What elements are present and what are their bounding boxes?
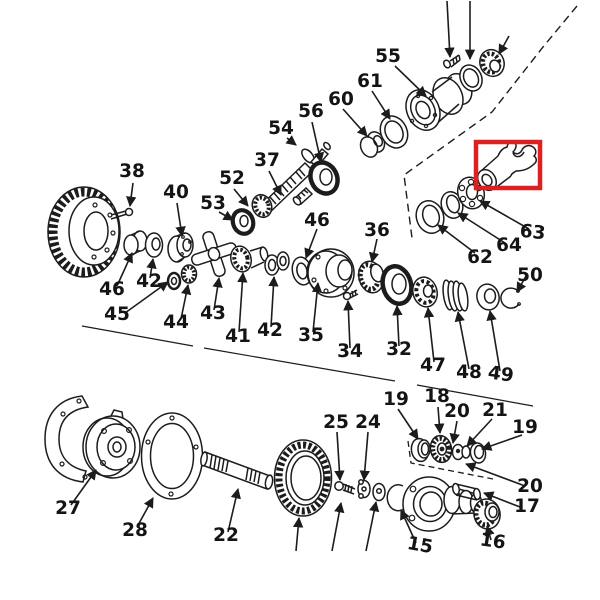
callout-63: 63: [519, 221, 547, 245]
differential-case-assembly: [230, 245, 521, 312]
callout-41: 41: [225, 326, 251, 347]
callout-32: 32: [386, 339, 412, 360]
callout-35: 35: [298, 325, 324, 346]
callout-36: 36: [364, 220, 390, 241]
bolt: [442, 54, 461, 69]
callout-28: 28: [122, 520, 148, 541]
callout-61: 61: [357, 71, 383, 92]
callout-50: 50: [517, 265, 543, 286]
callout-42-mid: 42: [257, 320, 283, 341]
callout-47: 47: [420, 355, 446, 376]
callout-24: 24: [355, 412, 381, 433]
callout-56: 56: [298, 101, 324, 122]
callout-52: 52: [219, 168, 245, 189]
highlight-box: [473, 139, 543, 191]
callout-42-left: 42: [136, 271, 162, 292]
callout-22: 22: [213, 525, 239, 546]
callout-46-mid: 46: [304, 210, 330, 231]
callout-16: 16: [479, 529, 507, 553]
callout-46-left: 46: [99, 279, 125, 300]
callout-43: 43: [200, 303, 226, 324]
callout-17: 17: [514, 496, 540, 517]
callout-45: 45: [104, 304, 130, 325]
callout-48: 48: [456, 362, 482, 383]
callout-49: 49: [487, 362, 515, 386]
callout-19-right: 19: [512, 417, 538, 438]
callout-53: 53: [200, 193, 226, 214]
leader-lines: [70, 0, 530, 552]
callout-27: 27: [55, 498, 81, 519]
callout-40: 40: [163, 182, 189, 203]
pinion-shaft-assembly: [230, 115, 409, 236]
callout-38: 38: [119, 161, 145, 182]
callout-60: 60: [328, 89, 354, 110]
alignment-dashes: [407, 440, 494, 480]
section-separator-line: [81, 325, 534, 407]
callout-37: 37: [254, 150, 280, 171]
callout-labels: 38 40 54 37 52 53 55 61 60 56 46 42 45 4…: [55, 46, 546, 558]
callout-21: 21: [482, 400, 508, 421]
callout-55: 55: [375, 46, 401, 67]
snap-ring: [500, 287, 520, 309]
shift-fork-detail-group: [415, 139, 543, 234]
callout-54: 54: [268, 118, 294, 139]
axle-shaft-assembly: [44, 395, 501, 532]
callout-15: 15: [405, 533, 434, 558]
callout-18: 18: [424, 386, 450, 407]
ring-gear-assembly: [47, 186, 238, 291]
dowel-pin: [110, 207, 134, 220]
pinion-small-parts-row: [410, 434, 487, 464]
callout-62: 62: [467, 247, 493, 268]
callout-20-left: 20: [444, 401, 470, 422]
spider-cross: [190, 230, 238, 278]
callout-25: 25: [323, 412, 349, 433]
callout-19-left: 19: [383, 389, 409, 410]
callout-34: 34: [337, 341, 363, 362]
detail-inset-boundary: [403, 5, 578, 239]
callout-64: 64: [496, 235, 522, 256]
callout-20-right: 20: [517, 476, 543, 497]
bearing-retainer-housing-assembly: [405, 48, 505, 131]
callout-44: 44: [163, 312, 189, 333]
